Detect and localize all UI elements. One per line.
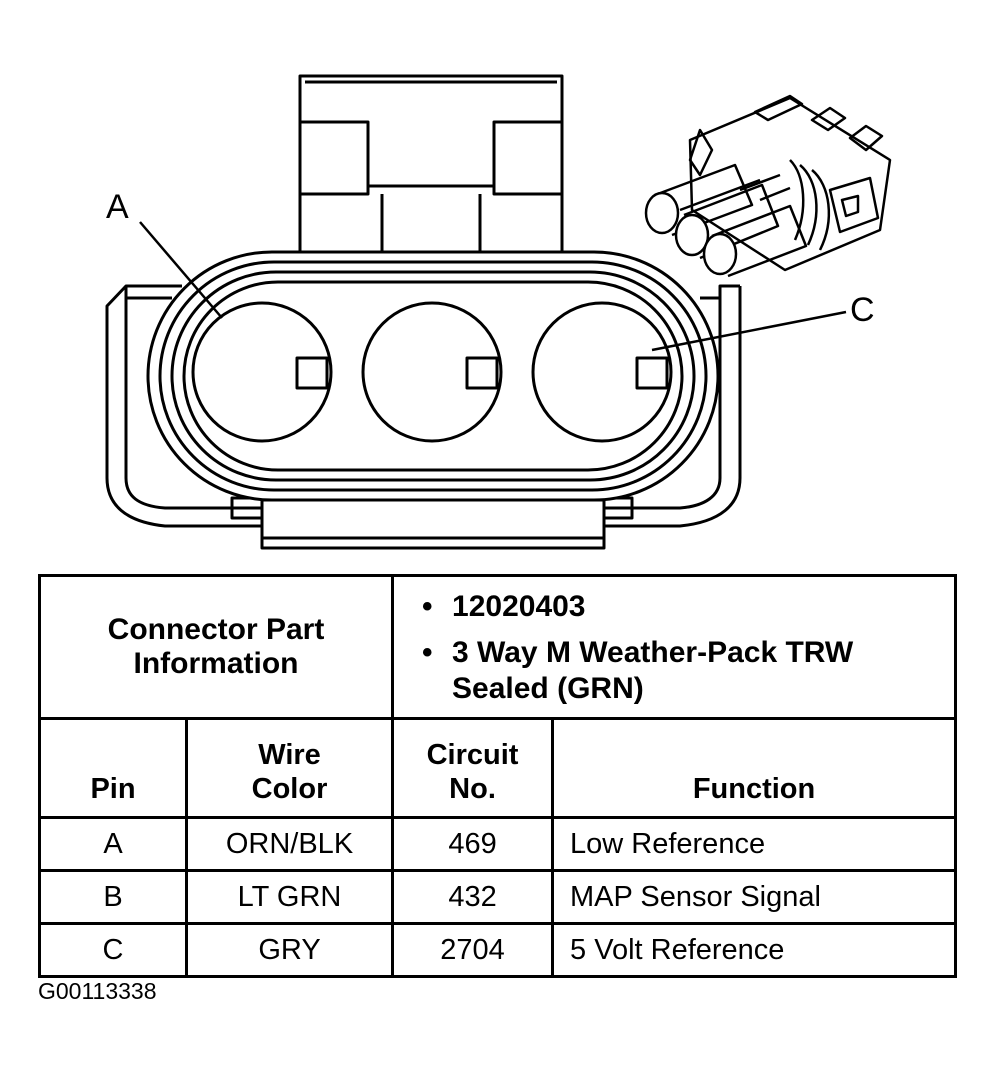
header-wire-color: Wire Color [184,717,395,819]
connector-info-label-line2: Information [133,647,299,680]
cell-pin: B [38,869,188,925]
cell-circuit: 469 [391,816,555,872]
connector-description: 3 Way M Weather-Pack TRW Sealed (GRN) [422,635,946,707]
table-row: A ORN/BLK 469 Low Reference [38,816,958,872]
header-circuit: Circuit No. [391,717,555,819]
header-function: Function [551,717,958,819]
header-wire-color-line2: Color [251,773,328,805]
header-circuit-line2: No. [449,773,496,805]
cell-pin: A [38,816,188,872]
cell-circuit: 432 [391,869,555,925]
leader-line-c [651,310,847,352]
pin-cavity-b [361,301,503,443]
connector-diagram [105,74,892,550]
connector-thumbnail [644,94,892,278]
connector-part-number-text: 12020403 [452,590,586,623]
header-pin-text: Pin [90,773,136,805]
cell-pin: C [38,922,188,978]
cell-function: Low Reference [551,816,958,872]
pin-cavity-a [191,301,333,443]
header-pin: Pin [38,717,188,819]
header-function-text: Function [692,773,816,805]
table-row: C GRY 2704 5 Volt Reference [38,922,958,978]
connector-part-number: 12020403 [422,589,946,625]
cell-function: MAP Sensor Signal [551,869,958,925]
figure-id: G00113338 [38,978,157,1004]
connector-pin-table: Connector Part Information 12020403 3 Wa… [37,574,958,978]
table-header-row: Pin Wire Color Circuit No. Function [38,717,958,819]
connector-top-tab [298,74,564,254]
connector-description-line1: 3 Way M Weather-Pack TRW [452,636,854,669]
header-circuit-line1: Circuit [426,739,519,771]
connector-info-label-line1: Connector Part [107,613,325,646]
table-row: B LT GRN 432 MAP Sensor Signal [38,869,958,925]
cell-wire-color: ORN/BLK [184,816,395,872]
cell-function: 5 Volt Reference [551,922,958,978]
cell-wire-color: LT GRN [184,869,395,925]
connector-description-line2: Sealed (GRN) [452,672,644,705]
callout-label-a: A [106,188,129,226]
connector-info-value: 12020403 3 Way M Weather-Pack TRW Sealed… [391,574,958,720]
header-wire-color-line1: Wire [258,739,321,771]
pin-cavity-c [531,301,673,443]
connector-info-label: Connector Part Information [37,574,395,720]
cell-wire-color: GRY [184,922,395,978]
connector-side-flanges [105,284,742,528]
callout-label-c: C [850,291,875,329]
cell-circuit: 2704 [391,922,555,978]
connector-table-wrap: Connector Part Information 12020403 3 Wa… [37,574,958,978]
connector-info-row: Connector Part Information 12020403 3 Wa… [37,574,958,720]
leader-line-a [139,221,223,319]
